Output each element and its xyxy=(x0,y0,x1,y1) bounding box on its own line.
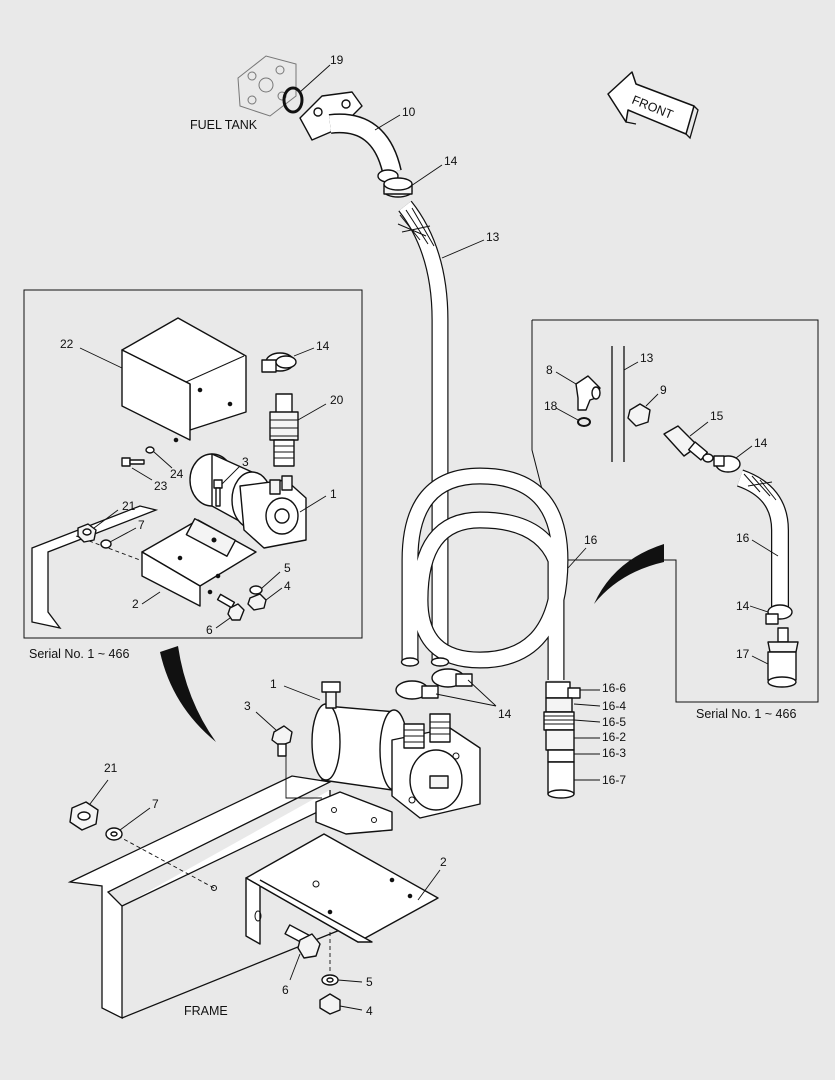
callout-16-3: 16-3 xyxy=(602,746,626,760)
bolt-6-left xyxy=(216,593,245,621)
fuel-tank-label: FUEL TANK xyxy=(190,118,258,132)
callout-7-left: 7 xyxy=(138,518,145,532)
callout-20: 20 xyxy=(330,393,344,407)
fuel-pump-1-left xyxy=(189,453,307,549)
callout-10: 10 xyxy=(402,105,416,119)
callout-16-2: 16-2 xyxy=(602,730,626,744)
callout-19: 19 xyxy=(330,53,344,67)
callout-4-main: 4 xyxy=(366,1004,373,1018)
hose-fitting-20 xyxy=(269,393,299,467)
strainer-17 xyxy=(767,627,799,688)
callout-21-left: 21 xyxy=(122,499,136,513)
bracket-2-main xyxy=(245,833,439,945)
frame-angle-left xyxy=(31,505,159,629)
callout-8: 8 xyxy=(546,363,553,377)
callout-24: 24 xyxy=(170,467,184,481)
callout-18: 18 xyxy=(544,399,558,413)
nut-4-left xyxy=(247,593,267,611)
callout-5-left: 5 xyxy=(284,561,291,575)
callout-14-main: 14 xyxy=(498,707,512,721)
fuel-hose-13-right xyxy=(611,346,625,462)
washer-5-left xyxy=(249,585,263,595)
hose-clamp-14-left xyxy=(261,352,297,373)
callout-3-left: 3 xyxy=(242,455,249,469)
callout-7-main: 7 xyxy=(152,797,159,811)
fuel-hose-16-right xyxy=(736,469,789,608)
serial-label-left: Serial No. 1 ~ 466 xyxy=(29,647,129,661)
pump-cover-22 xyxy=(121,317,247,443)
bracket-2-left xyxy=(141,518,257,607)
nut-21-main xyxy=(69,801,99,831)
bolt-6-main xyxy=(284,924,321,959)
callout-15: 15 xyxy=(710,409,724,423)
callout-1-main: 1 xyxy=(270,677,277,691)
nut-21-left xyxy=(77,523,97,543)
front-arrow-icon: FRONT xyxy=(607,71,699,140)
callout-16-main: 16 xyxy=(584,533,598,547)
plug-9 xyxy=(627,403,651,427)
coupler-stack-16 xyxy=(543,681,581,799)
washer-5-main xyxy=(321,974,339,986)
callout-21-main: 21 xyxy=(104,761,118,775)
bolt-23 xyxy=(121,457,145,467)
callout-2-left: 2 xyxy=(132,597,139,611)
callout-1-left: 1 xyxy=(330,487,337,501)
callout-16-6: 16-6 xyxy=(602,681,626,695)
callout-23: 23 xyxy=(154,479,168,493)
washer-7-main xyxy=(105,827,123,841)
fuel-hose-16-main xyxy=(400,467,569,680)
callout-16-7: 16-7 xyxy=(602,773,626,787)
washer-7-left xyxy=(100,539,112,549)
callout-16-5: 16-5 xyxy=(602,715,626,729)
left-inset-box xyxy=(23,289,363,639)
elbow-fitting-8 xyxy=(575,375,601,411)
callout-16-right: 16 xyxy=(736,531,750,545)
bolt-3-main xyxy=(271,725,293,757)
hose-clamp-14-right-top xyxy=(713,455,741,473)
callout-14: 14 xyxy=(444,154,458,168)
washer-24 xyxy=(145,446,155,454)
callout-22: 22 xyxy=(60,337,74,351)
callout-9: 9 xyxy=(660,383,667,397)
callout-14-right-b: 14 xyxy=(736,599,750,613)
swoosh-arrow-right xyxy=(594,544,664,604)
callout-4-left: 4 xyxy=(284,579,291,593)
callout-2-main: 2 xyxy=(440,855,447,869)
hose-clamp-14-main-a xyxy=(395,680,439,700)
adapter-fitting-15 xyxy=(663,425,714,463)
o-ring-19 xyxy=(282,86,304,114)
callout-3-main: 3 xyxy=(244,699,251,713)
fuel-pipe-10 xyxy=(299,91,402,183)
callout-16-4: 16-4 xyxy=(602,699,626,713)
hose-clamp-14-main-b xyxy=(431,668,473,688)
callout-6-main: 6 xyxy=(282,983,289,997)
callout-5-main: 5 xyxy=(366,975,373,989)
o-ring-18 xyxy=(577,417,591,427)
callout-13: 13 xyxy=(486,230,500,244)
frame-label: FRAME xyxy=(184,1004,228,1018)
swoosh-arrow-left xyxy=(160,646,216,742)
fuel-hose-13 xyxy=(397,200,449,660)
hose-clamp-14-top xyxy=(383,177,413,198)
callout-13-right: 13 xyxy=(640,351,654,365)
nut-4-main xyxy=(319,993,341,1015)
fuel-pump-1-main xyxy=(311,681,481,835)
callout-14-left: 14 xyxy=(316,339,330,353)
callout-6-left: 6 xyxy=(206,623,213,637)
hose-clamp-14-right-bottom xyxy=(765,604,793,625)
callout-17: 17 xyxy=(736,647,750,661)
callout-14-right-a: 14 xyxy=(754,436,768,450)
serial-label-right: Serial No. 1 ~ 466 xyxy=(696,707,796,721)
